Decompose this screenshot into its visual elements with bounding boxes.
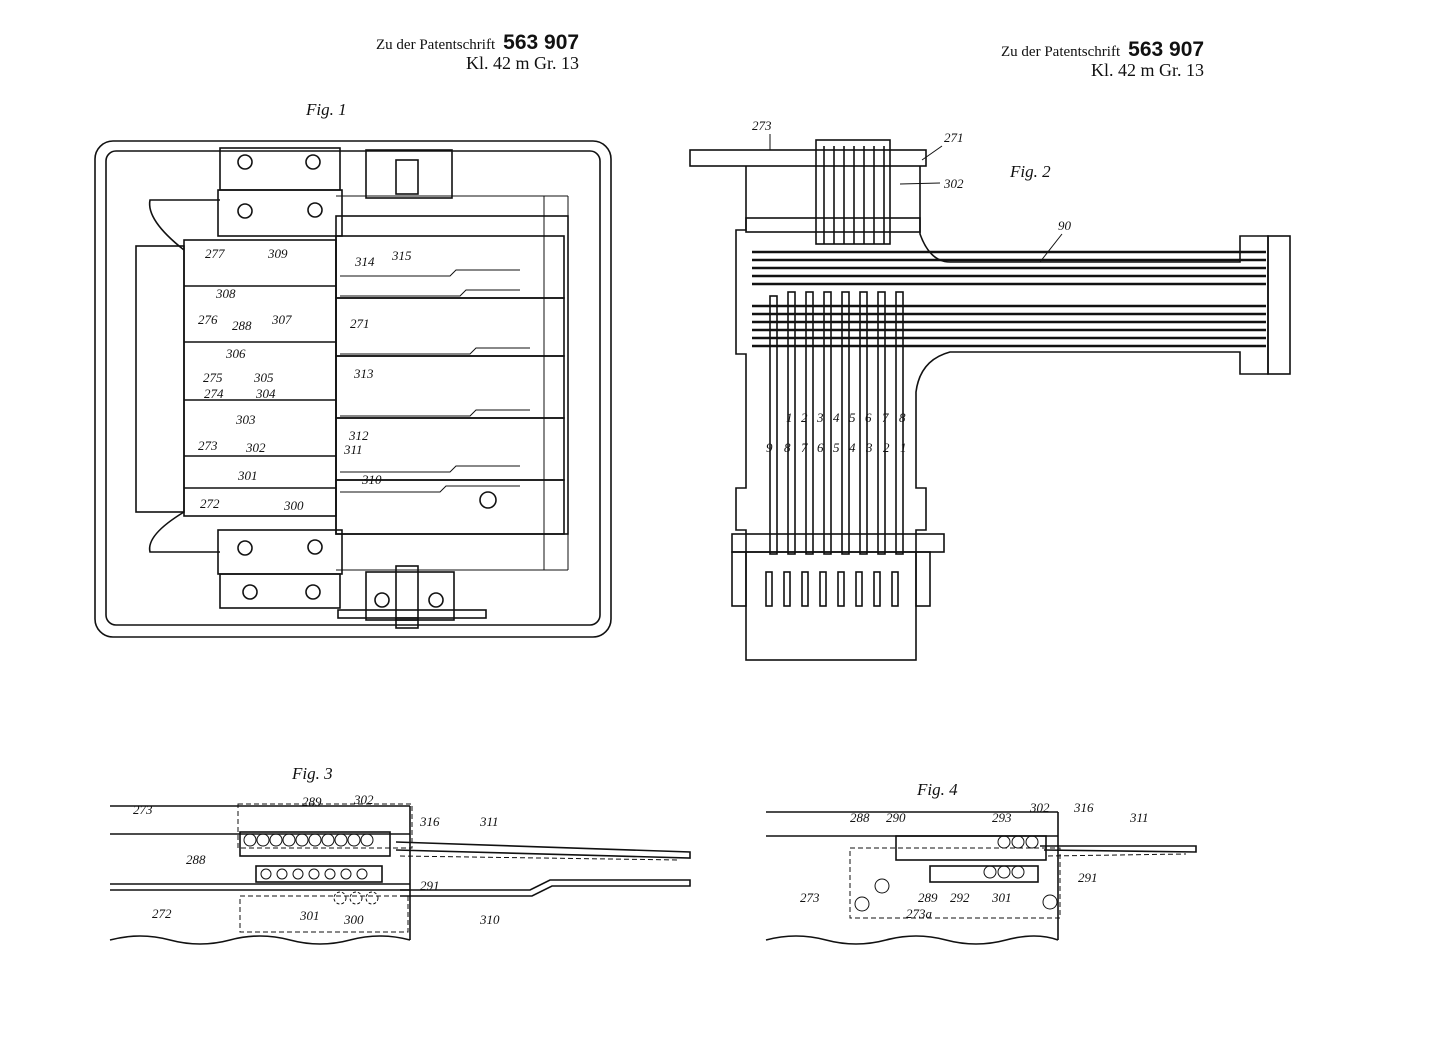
- fig1-label: 313: [353, 366, 374, 381]
- header-right: Zu der Patentschrift 563 907 Kl. 42 m Gr…: [1001, 38, 1205, 81]
- fig2-bundle-90: [752, 250, 1266, 348]
- fig1-label: 310: [361, 472, 382, 487]
- fig2-digit: 1: [786, 410, 793, 425]
- header-prefix: Zu der Patentschrift: [1001, 44, 1121, 60]
- patent-number: 563 907: [503, 31, 580, 54]
- fig3-label: 311: [479, 814, 499, 829]
- fig2-digit: 4: [849, 440, 856, 455]
- fig4-label: 291: [1078, 870, 1098, 885]
- fig4-label: 290: [886, 810, 906, 825]
- fig2-digit: 6: [865, 410, 872, 425]
- header-prefix: Zu der Patentschrift: [376, 37, 496, 53]
- fig1-label: 276: [198, 312, 218, 327]
- fig1-label: 302: [245, 440, 266, 455]
- figure-1: Fig. 1: [94, 100, 612, 638]
- fig1-title: Fig. 1: [305, 100, 347, 119]
- fig2-digit: 4: [833, 410, 840, 425]
- fig2-digit: 5: [849, 410, 856, 425]
- fig1-top-plate: [217, 189, 343, 237]
- fig4-label: 288: [850, 810, 870, 825]
- fig3-label: 316: [419, 814, 440, 829]
- fig1-label: 271: [350, 316, 370, 331]
- fig1-label: 306: [225, 346, 246, 361]
- fig1-top-bracket: [219, 147, 341, 191]
- header-left: Zu der Patentschrift 563 907 Kl. 42 m Gr…: [376, 31, 580, 74]
- fig3-label: 310: [479, 912, 500, 927]
- fig1-label: 301: [237, 468, 258, 483]
- fig2-digit: 9: [766, 440, 773, 455]
- patent-number: 563 907: [1128, 38, 1205, 61]
- fig2-label: 271: [944, 130, 964, 145]
- fig1-housing-outer: [94, 140, 612, 638]
- fig2-label: 90: [1058, 218, 1072, 233]
- fig3-label: 273: [133, 802, 153, 817]
- fig1-label: 288: [232, 318, 252, 333]
- fig1-label: 273: [198, 438, 218, 453]
- fig1-label: 315: [391, 248, 412, 263]
- fig2-top-bar: [689, 149, 927, 167]
- fig1-label: 272: [200, 496, 220, 511]
- fig2-digit: 7: [882, 410, 889, 425]
- fig4-label: 302: [1029, 800, 1050, 815]
- class-line: Kl. 42 m Gr. 13: [1091, 60, 1205, 81]
- fig4-label: 292: [950, 890, 970, 905]
- fig2-digit: 7: [801, 440, 808, 455]
- class-line: Kl. 42 m Gr. 13: [466, 53, 580, 74]
- fig1-label: 274: [204, 386, 224, 401]
- fig1-label: 307: [271, 312, 292, 327]
- fig4-label: 273a: [906, 906, 933, 921]
- fig2-digit: 3: [816, 410, 824, 425]
- fig4-label: 316: [1073, 800, 1094, 815]
- fig1-housing-inner: [105, 150, 601, 626]
- fig4-label: 293: [992, 810, 1012, 825]
- fig1-label: 311: [343, 442, 363, 457]
- fig2-label: 273: [752, 118, 772, 133]
- fig1-label: 275: [203, 370, 223, 385]
- fig4-title: Fig. 4: [916, 780, 958, 799]
- fig1-left-bar: [135, 245, 185, 513]
- fig2-digit: 2: [883, 440, 890, 455]
- fig1-label: 300: [283, 498, 304, 513]
- fig1-label: 305: [253, 370, 274, 385]
- fig1-label: 309: [267, 246, 288, 261]
- fig3-label: 289: [302, 794, 322, 809]
- fig1-label: 308: [215, 286, 236, 301]
- figure-4: Fig. 4 288 290 293 302 316 311 291 273 2…: [765, 780, 1197, 945]
- fig2-title: Fig. 2: [1009, 162, 1051, 181]
- fig4-label: 289: [918, 890, 938, 905]
- fig3-label: 272: [152, 906, 172, 921]
- fig2-digit: 8: [784, 440, 791, 455]
- fig1-label: 314: [354, 254, 375, 269]
- fig2-digit: 6: [817, 440, 824, 455]
- fig3-label: 300: [343, 912, 364, 927]
- fig4-label: 301: [991, 890, 1012, 905]
- figure-2: Fig. 2: [689, 118, 1291, 661]
- fig2-label: 302: [943, 176, 964, 191]
- fig2-digit: 5: [833, 440, 840, 455]
- fig2-digit: 1: [900, 440, 907, 455]
- fig2-digit: 2: [801, 410, 808, 425]
- fig3-label: 288: [186, 852, 206, 867]
- fig3-label: 301: [299, 908, 320, 923]
- fig1-label: 277: [205, 246, 225, 261]
- fig2-digit: 8: [899, 410, 906, 425]
- fig3-label: 302: [353, 792, 374, 807]
- fig3-title: Fig. 3: [291, 764, 333, 783]
- fig4-label: 273: [800, 890, 820, 905]
- fig1-label: 312: [348, 428, 369, 443]
- fig3-label: 291: [420, 878, 440, 893]
- fig1-label: 304: [255, 386, 276, 401]
- figure-3: Fig. 3 273 289 302 316 311 288: [109, 764, 691, 945]
- fig2-digit: 3: [865, 440, 873, 455]
- fig1-label: 303: [235, 412, 256, 427]
- fig4-label: 311: [1129, 810, 1149, 825]
